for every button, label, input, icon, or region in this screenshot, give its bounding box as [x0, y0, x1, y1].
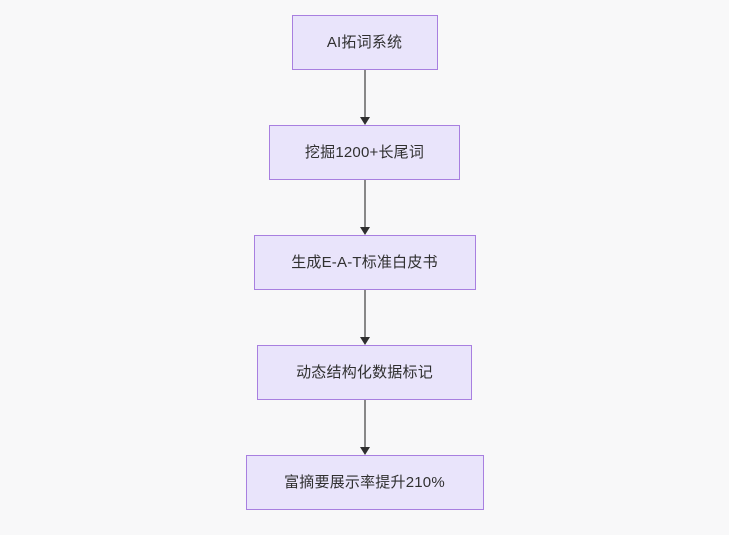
flowchart-node-2[interactable]: 挖掘1200+长尾词 — [269, 125, 460, 180]
flowchart-edge-3 — [353, 290, 377, 345]
edge-line — [363, 290, 366, 338]
down-arrow-icon — [359, 337, 370, 345]
down-arrow-icon — [359, 117, 370, 125]
flowchart-node-3-label: 生成E-A-T标准白皮书 — [291, 254, 438, 271]
flowchart-node-1-label: AI拓词系统 — [326, 34, 403, 51]
edge-line — [363, 70, 366, 118]
flowchart-node-5-label: 富摘要展示率提升210% — [284, 474, 445, 491]
flowchart-node-3[interactable]: 生成E-A-T标准白皮书 — [253, 235, 476, 290]
flowchart-node-2-label: 挖掘1200+长尾词 — [304, 144, 425, 161]
flowchart-node-4[interactable]: 动态结构化数据标记 — [257, 345, 472, 400]
flowchart-node-1[interactable]: AI拓词系统 — [291, 15, 438, 70]
flowchart-edge-4 — [353, 400, 377, 455]
flowchart-node-4-label: 动态结构化数据标记 — [296, 364, 433, 381]
edge-line — [363, 180, 366, 228]
flowchart-edge-1 — [353, 70, 377, 125]
flowchart-edge-2 — [353, 180, 377, 235]
flowchart-node-5[interactable]: 富摘要展示率提升210% — [245, 455, 484, 510]
flowchart-node-column: AI拓词系统 挖掘1200+长尾词 生成E-A-T标准白皮书 动态结构化数据标记 — [245, 15, 484, 510]
down-arrow-icon — [359, 447, 370, 455]
edge-line — [363, 400, 366, 448]
down-arrow-icon — [359, 227, 370, 235]
